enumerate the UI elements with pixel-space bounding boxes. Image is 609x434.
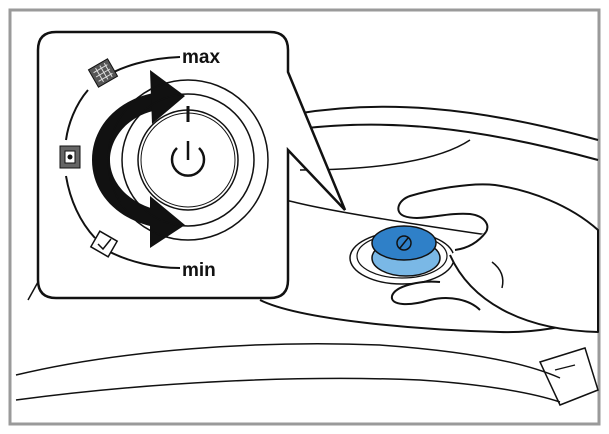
- hand: [390, 183, 599, 333]
- power-icon: [170, 141, 206, 177]
- knob-power-icon: [396, 235, 412, 251]
- dial-middle-ring: [121, 93, 255, 227]
- dial-outer-ring: [107, 79, 269, 241]
- scale-arc: [65, 56, 181, 269]
- dial: [107, 79, 269, 241]
- body-edge: [27, 281, 39, 301]
- carpet-icon: [87, 58, 119, 88]
- min-label: min: [182, 260, 216, 281]
- callout-box: [36, 30, 347, 300]
- appliance-body: [15, 105, 599, 406]
- hard-floor-icon: [89, 230, 119, 258]
- mixed-floor-icon: [59, 145, 81, 169]
- max-label: max: [182, 47, 220, 68]
